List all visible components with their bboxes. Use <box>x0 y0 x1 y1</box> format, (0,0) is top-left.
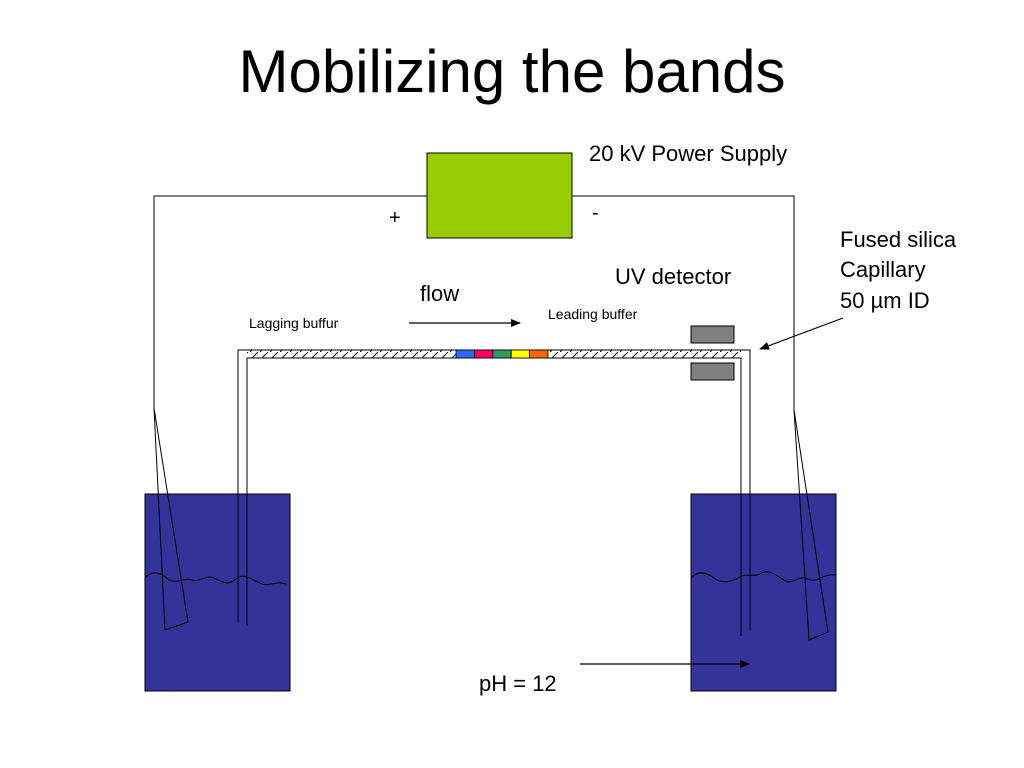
lagging-buffer-region <box>247 350 456 358</box>
capillary-label-line2: Capillary <box>840 257 926 282</box>
capillary-outer-wall <box>237 349 751 630</box>
capillary-pointer-arrow <box>759 317 844 350</box>
capillary-label-line3: 50 µm ID <box>840 288 930 313</box>
band-5 <box>529 349 549 359</box>
anode-plus-label: + <box>389 207 401 229</box>
focused-bands <box>455 349 549 359</box>
leading-buffer-label: Leading buffer <box>548 306 638 322</box>
band-3 <box>492 349 512 359</box>
liquid-surface-left <box>144 572 287 586</box>
liquid-surface-right <box>690 571 837 583</box>
power-supply-box <box>426 152 573 239</box>
wire-anode <box>153 195 427 392</box>
band-4 <box>510 349 531 359</box>
flow-label: flow <box>420 281 460 306</box>
electrode-left <box>153 392 189 631</box>
capillary-inner-wall <box>246 357 742 636</box>
leading-buffer-region <box>548 350 741 358</box>
wire-cathode <box>572 195 795 400</box>
slide-title: Mobilizing the bands <box>238 38 786 105</box>
power-supply-label: 20 kV Power Supply <box>589 141 788 166</box>
uv-detector-label: UV detector <box>615 264 732 289</box>
reservoir-left <box>144 493 291 692</box>
electrode-right <box>793 400 829 641</box>
uv-detector-top <box>690 325 735 344</box>
lagging-buffer-label: Lagging buffur <box>249 315 339 331</box>
band-2 <box>473 349 494 359</box>
capillary-label-line1: Fused silica <box>840 227 957 252</box>
band-1 <box>455 349 475 359</box>
cathode-minus-label: - <box>592 202 599 224</box>
ph-label: pH = 12 <box>479 671 557 696</box>
uv-detector-bottom <box>690 362 735 381</box>
reservoir-right <box>690 493 837 692</box>
